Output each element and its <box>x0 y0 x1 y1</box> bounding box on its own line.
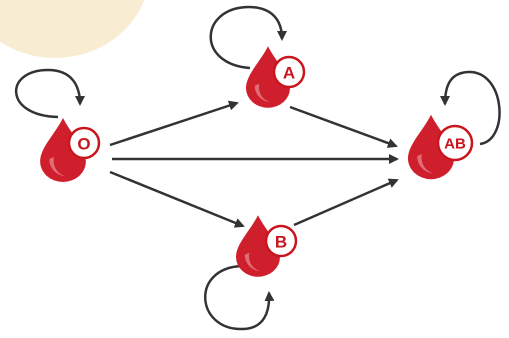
label-a: A <box>283 64 295 83</box>
edge-o-to-a <box>109 100 239 147</box>
edge-b-to-ab <box>293 178 399 227</box>
loop-a <box>209 5 287 70</box>
badge-ab <box>436 124 474 162</box>
edge-a-to-ab <box>289 105 398 148</box>
node-a: A <box>246 46 306 108</box>
self-loops <box>14 5 501 331</box>
badge-b <box>264 224 298 258</box>
label-o: O <box>77 135 90 154</box>
badge-a <box>272 55 306 89</box>
node-b: B <box>236 215 298 277</box>
loop-o <box>14 68 85 119</box>
edge-o-to-b <box>109 170 245 228</box>
node-ab: AB <box>408 114 474 180</box>
node-o: O <box>40 118 101 182</box>
loop-b <box>204 264 275 331</box>
label-b: B <box>275 233 287 252</box>
label-ab: AB <box>444 136 466 153</box>
edges <box>109 100 399 228</box>
background-blob <box>0 0 145 58</box>
loop-ab <box>440 70 501 146</box>
badge-o <box>67 126 101 160</box>
